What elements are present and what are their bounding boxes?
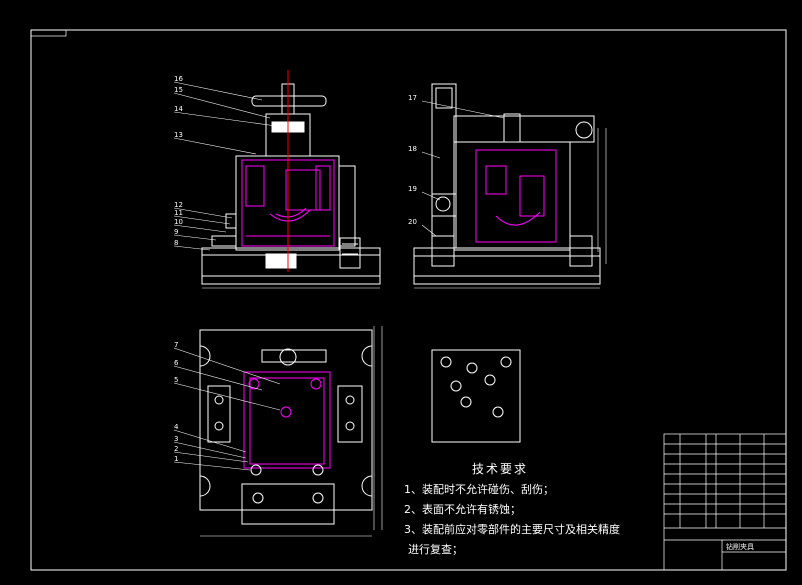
balloon-13: 13 xyxy=(174,131,183,139)
balloon-19: 19 xyxy=(408,185,417,193)
balloon-7: 7 xyxy=(174,341,179,349)
detail-plate xyxy=(431,349,521,443)
balloon-17: 17 xyxy=(408,94,417,102)
front-handle xyxy=(251,95,327,107)
front-view xyxy=(201,83,381,289)
front-base-plate xyxy=(201,247,381,285)
sheet-border xyxy=(30,29,787,571)
side-leaders xyxy=(421,100,505,237)
plan-view xyxy=(199,326,383,537)
side-body xyxy=(453,141,571,251)
title-block xyxy=(663,433,787,571)
front-pin xyxy=(225,213,237,229)
tech-requirement-1: 1、装配时不允许碰伤、刮伤； xyxy=(404,483,554,496)
balloon-1: 1 xyxy=(174,455,179,463)
balloon-15: 15 xyxy=(174,86,183,94)
balloon-12: 12 xyxy=(174,201,183,209)
tech-requirement-4: 进行复查； xyxy=(408,543,463,556)
balloon-9: 9 xyxy=(174,228,179,236)
balloon-6: 6 xyxy=(174,359,179,367)
plan-left-block xyxy=(207,385,231,443)
side-workpiece xyxy=(475,149,557,243)
plan-base-outline xyxy=(199,329,373,511)
plan-workpiece xyxy=(243,371,331,469)
front-bottom-nut xyxy=(265,253,297,269)
tech-requirement-2: 2、表面不允许有锈蚀； xyxy=(404,503,521,516)
tech-requirement-3: 3、装配前应对零部件的主要尺寸及相关精度 xyxy=(404,523,620,536)
workpiece-detail xyxy=(431,349,521,443)
front-bolt xyxy=(339,237,361,269)
plan-right-block xyxy=(337,385,363,443)
plan-handle-boss xyxy=(279,348,297,366)
side-swing-arm xyxy=(431,83,457,249)
balloon-16: 16 xyxy=(174,75,183,83)
balloon-8: 8 xyxy=(174,239,179,247)
tech-requirements: 1、装配时不允许碰伤、刮伤； 2、表面不允许有锈蚀； 3、装配前应对零部件的主要… xyxy=(404,462,620,560)
balloon-11: 11 xyxy=(174,209,183,217)
balloon-18: 18 xyxy=(408,145,417,153)
balloon-14: 14 xyxy=(174,105,183,113)
balloon-20: 20 xyxy=(408,218,417,226)
balloon-10: 10 xyxy=(174,218,183,226)
title-block-name: 钻削夹具 xyxy=(726,543,754,551)
side-view xyxy=(413,83,607,289)
balloon-4: 4 xyxy=(174,423,179,431)
side-base-plate xyxy=(413,247,601,285)
plan-leaders xyxy=(173,347,281,471)
sheet-corner-tab xyxy=(30,29,67,37)
side-top-plate xyxy=(453,115,595,143)
balloon-5: 5 xyxy=(174,376,179,384)
front-side-plate xyxy=(338,165,356,247)
plan-bottom-block xyxy=(241,483,335,525)
balloon-2: 2 xyxy=(174,445,179,453)
side-knob xyxy=(435,196,451,212)
balloon-3: 3 xyxy=(174,435,179,443)
front-leaders xyxy=(173,81,277,251)
side-hinge xyxy=(575,121,593,139)
tech-requirements-title: 技术要求 xyxy=(472,462,529,476)
